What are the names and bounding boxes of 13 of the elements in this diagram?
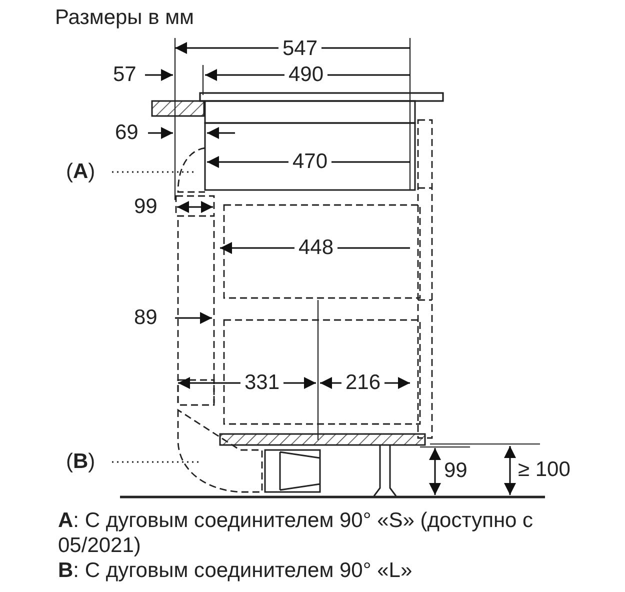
dimension-value: 99 bbox=[134, 195, 158, 219]
dimension-value: 69 bbox=[115, 121, 138, 145]
dimension-value: 89 bbox=[134, 306, 158, 330]
callout-letter: (B) bbox=[66, 450, 96, 474]
legend-note: A: С дуговым соединителем 90° «S» (доступно с 05/2021) bbox=[58, 508, 534, 558]
dimension-value: ≥ 100 bbox=[518, 458, 570, 482]
leader-line bbox=[112, 171, 195, 173]
leader-line bbox=[112, 461, 200, 463]
legend-note: B: С дуговым соединителем 90° «L» bbox=[58, 558, 414, 583]
dimension-value: 99 bbox=[444, 459, 468, 483]
dimension-value: 57 bbox=[113, 63, 136, 87]
heading: Размеры в мм bbox=[55, 6, 194, 30]
callout-letter: (A) bbox=[66, 160, 96, 184]
